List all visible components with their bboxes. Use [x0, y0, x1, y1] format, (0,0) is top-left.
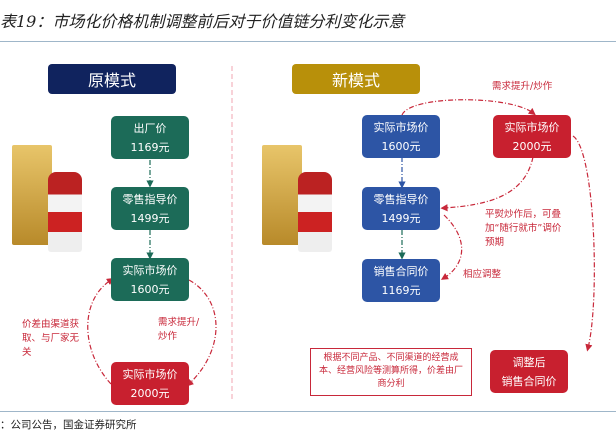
old-factory-price-box: 出厂价 1169元: [111, 116, 189, 159]
new-model-header: 新模式: [292, 64, 420, 94]
title-divider: [0, 41, 616, 42]
old-model-header: 原模式: [48, 64, 176, 94]
old-market-price-high-box: 实际市场价 2000元: [111, 362, 189, 405]
box-price: 1169元: [130, 140, 170, 154]
box-price: 2000元: [512, 139, 552, 153]
box-price: 1499元: [130, 211, 170, 225]
product-bottle-image-old: [48, 172, 82, 252]
box-price: 1600元: [381, 139, 421, 153]
arrow-new-adjusted: [572, 135, 595, 352]
box-label: 零售指导价: [122, 192, 178, 206]
box-label: 零售指导价: [373, 192, 429, 206]
old-note-demand: 需求提升/炒作: [158, 317, 200, 342]
box-price: 1169元: [381, 283, 421, 297]
new-contract-price-box: 销售合同价 1169元: [362, 259, 440, 302]
new-market-price-high-box: 实际市场价 2000元: [493, 115, 571, 158]
new-retail-guide-box: 零售指导价 1499元: [362, 187, 440, 230]
new-market-price-box: 实际市场价 1600元: [362, 115, 440, 158]
product-box-image-old: [12, 145, 52, 245]
box-label-2: 销售合同价: [501, 374, 557, 388]
box-label: 实际市场价: [122, 367, 178, 381]
new-note-demand: 需求提升/炒作: [492, 81, 553, 92]
figure-title: 表19：市场化价格机制调整前后对于价值链分利变化示意: [0, 12, 405, 31]
arrow-old-demand: [186, 279, 217, 387]
adjusted-contract-price-box: 调整后销售合同价: [490, 350, 568, 393]
box-label: 实际市场价: [504, 120, 560, 134]
box-price: 2000元: [130, 386, 170, 400]
old-market-price-box: 实际市场价 1600元: [111, 258, 189, 301]
footer-divider: [0, 411, 616, 412]
arrow-new-demand: [401, 99, 536, 116]
new-note-box: 根据不同产品、不同渠道的经营成本、经营风险等测算所得，价差由厂商分利: [310, 348, 472, 396]
box-price: 1499元: [381, 211, 421, 225]
product-box-image-new: [262, 145, 302, 245]
box-label: 调整后: [512, 355, 546, 369]
source-note: ：公司公告，国金证券研究所: [0, 419, 137, 431]
box-label: 实际市场价: [122, 263, 178, 277]
arrow-new-stabilize: [440, 156, 534, 212]
new-note-adjust: 相应调整: [463, 269, 502, 280]
box-price: 1600元: [130, 282, 170, 296]
old-retail-guide-box: 零售指导价 1499元: [111, 187, 189, 230]
old-note-spread: 价差由渠道获取、与厂家无关: [22, 319, 80, 358]
arrow-old-spread: [87, 278, 115, 385]
new-note-stabilize: 平熨炒作后，可叠加“随行就市”调价预期: [485, 209, 562, 248]
box-label: 销售合同价: [373, 264, 429, 278]
product-bottle-image-new: [298, 172, 332, 252]
box-label: 实际市场价: [373, 120, 429, 134]
box-label: 出厂价: [133, 121, 167, 135]
arrow-new-adjust: [440, 214, 463, 280]
